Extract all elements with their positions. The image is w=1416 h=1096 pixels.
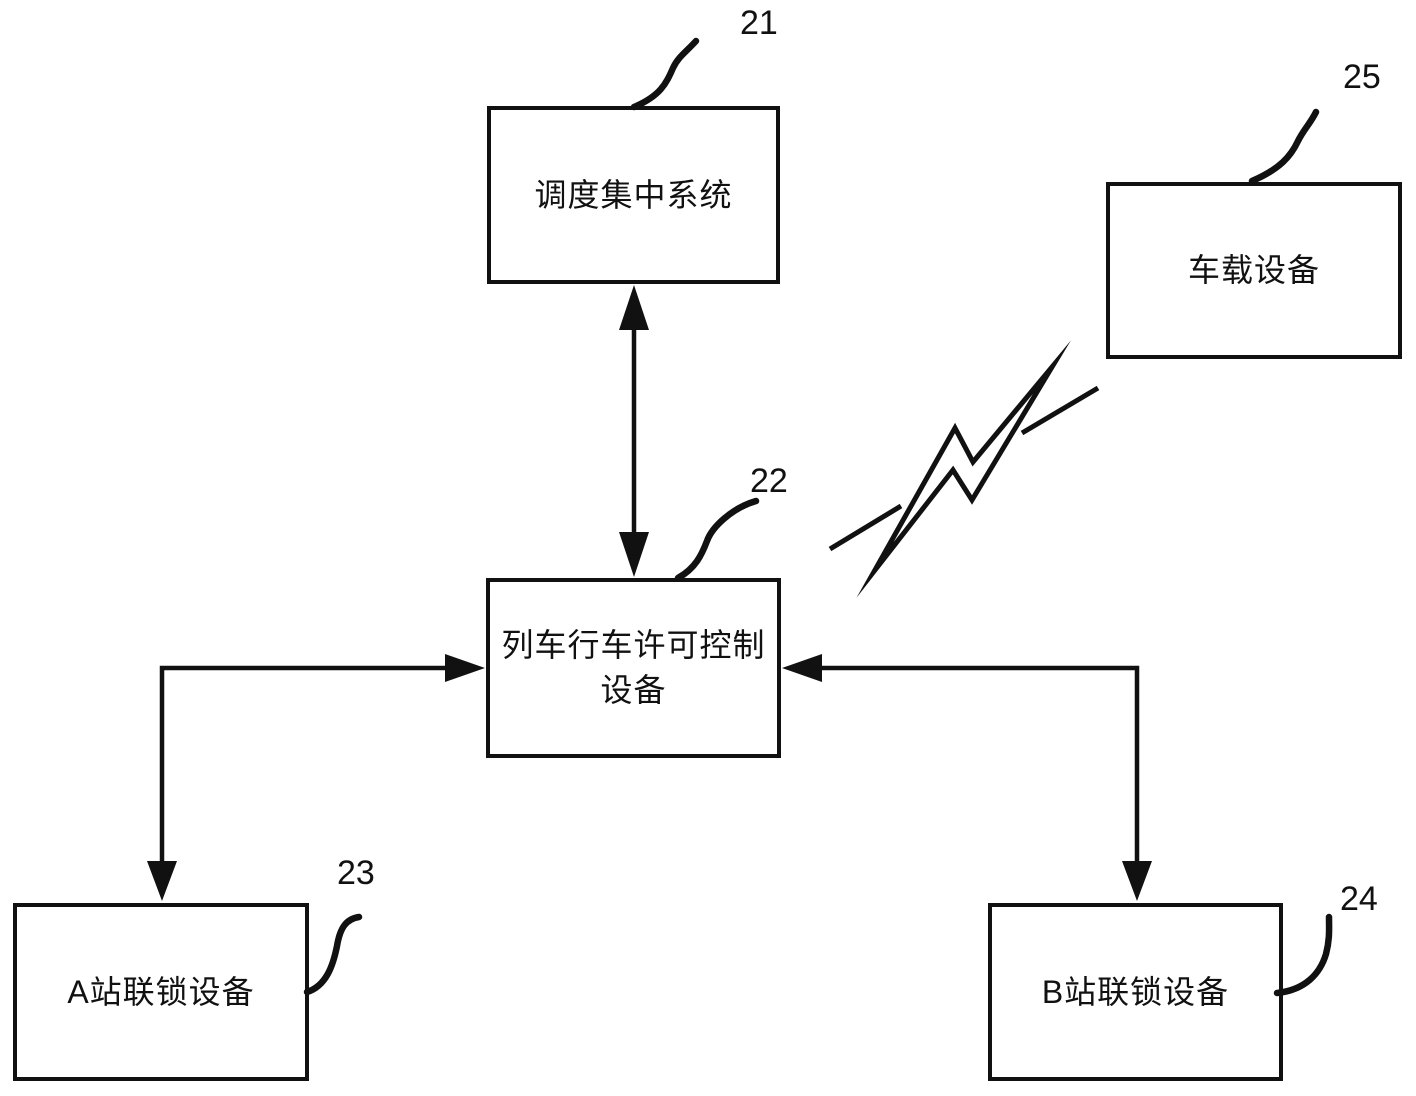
node-station-b-label: B站联锁设备 [1041,973,1230,1010]
connector-station-a-control [147,654,485,901]
ref-label-21: 21 [740,4,778,42]
ref-label-22: 22 [750,462,788,500]
ref-tail-21 [630,37,700,111]
arrowhead-down-icon [147,861,177,901]
wireless-link-segment [828,503,903,552]
ref-label-23: 23 [337,854,375,892]
lightning-bolt-icon [856,340,1072,598]
arrowhead-right-icon [445,654,485,682]
arrowhead-left-icon [782,654,822,682]
node-train-movement-authority-control: 列车行车许可控制设备 [486,578,781,758]
node-onboard-equipment: 车载设备 [1106,182,1402,359]
node-onboard-label: 车载设备 [1187,252,1320,289]
ref-tail-24 [1273,913,1333,997]
ref-label-24: 24 [1340,880,1378,918]
node-dispatch-label: 调度集中系统 [534,176,733,213]
node-station-a-interlocking: A站联锁设备 [13,903,309,1081]
arrowhead-up-icon [619,285,649,330]
arrowhead-down-icon [619,532,649,577]
arrowhead-down-icon [1122,861,1152,901]
ref-tail-23 [303,913,363,996]
node-station-b-interlocking: B站联锁设备 [988,903,1283,1081]
connector-station-b-control [782,654,1152,901]
wireless-link-control-onboard [828,340,1100,598]
node-control-label: 列车行车许可控制设备 [501,627,766,708]
node-dispatch-centralized-system: 调度集中系统 [487,106,780,284]
wireless-link-segment [1020,385,1100,436]
ref-label-25: 25 [1343,58,1381,96]
arrow-dispatch-control [619,285,649,577]
ref-tail-25 [1248,108,1320,185]
ref-tail-22 [674,497,760,582]
node-station-a-label: A站联锁设备 [67,973,255,1010]
